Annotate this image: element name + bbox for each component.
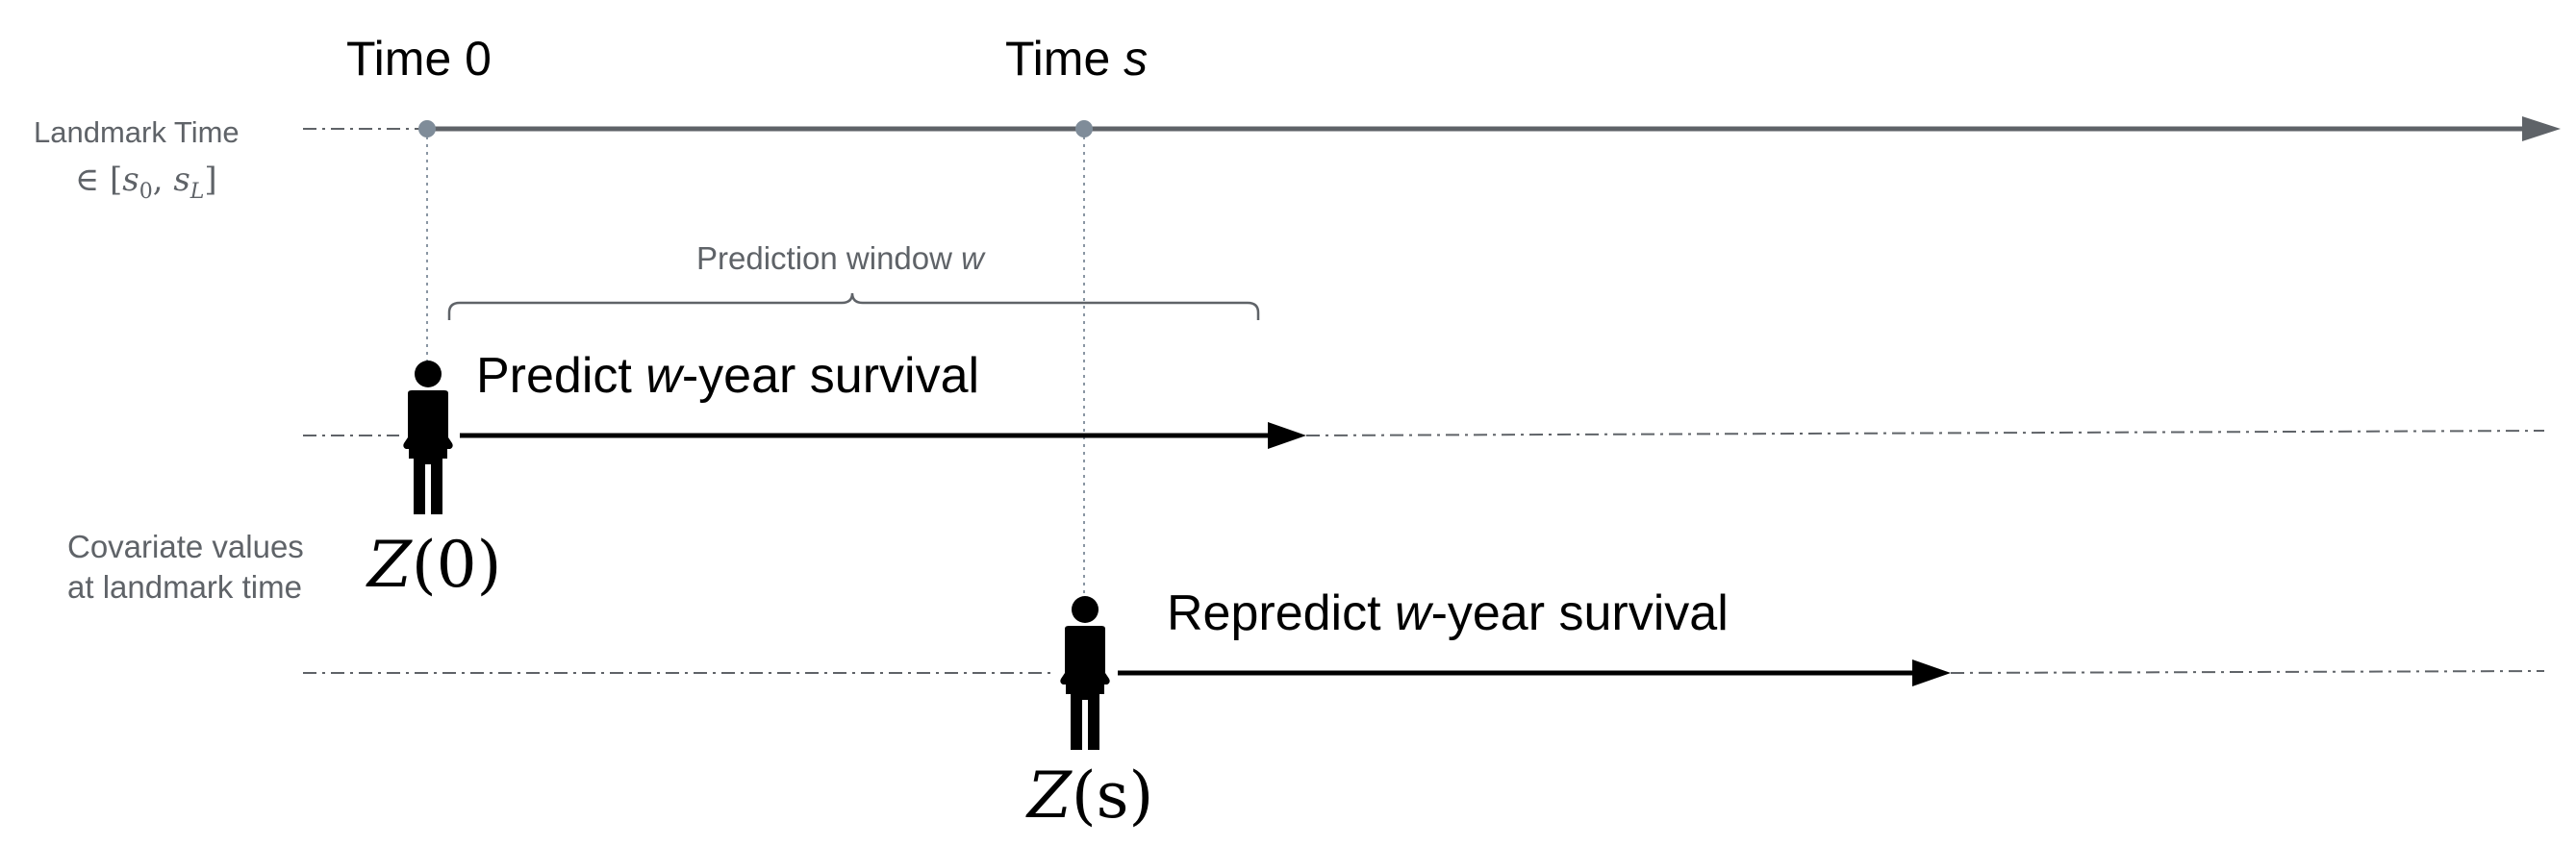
timeline-arrowhead [2522,116,2561,141]
person-icon [403,361,453,514]
times-marker-dot [1075,120,1093,137]
times-label: Time s [1005,32,1148,86]
prediction-window-label: Prediction window w [696,240,986,276]
landmark-range-label: ∈ [s0, sL] [75,161,217,204]
time0-label: Time 0 [346,32,492,86]
predict-label: Predict w-year survival [476,348,979,404]
person-icon [1060,596,1110,750]
repredict-arrowhead [1912,659,1951,686]
prediction-window-brace [447,292,1260,320]
predict-arrowhead [1268,422,1306,449]
z0-label: Z(0) [366,528,501,602]
covariate-label-line2: at landmark time [67,569,302,605]
zs-label: Z(s) [1025,759,1153,833]
time0-marker-dot [418,120,436,137]
row1-dashdot-tail [1305,430,2545,436]
repredict-label: Repredict w-year survival [1167,585,1729,641]
row2-dashdot-tail [1950,670,2545,674]
covariate-label-line1: Covariate values [67,529,304,564]
landmark-time-label: Landmark Time [34,115,240,149]
